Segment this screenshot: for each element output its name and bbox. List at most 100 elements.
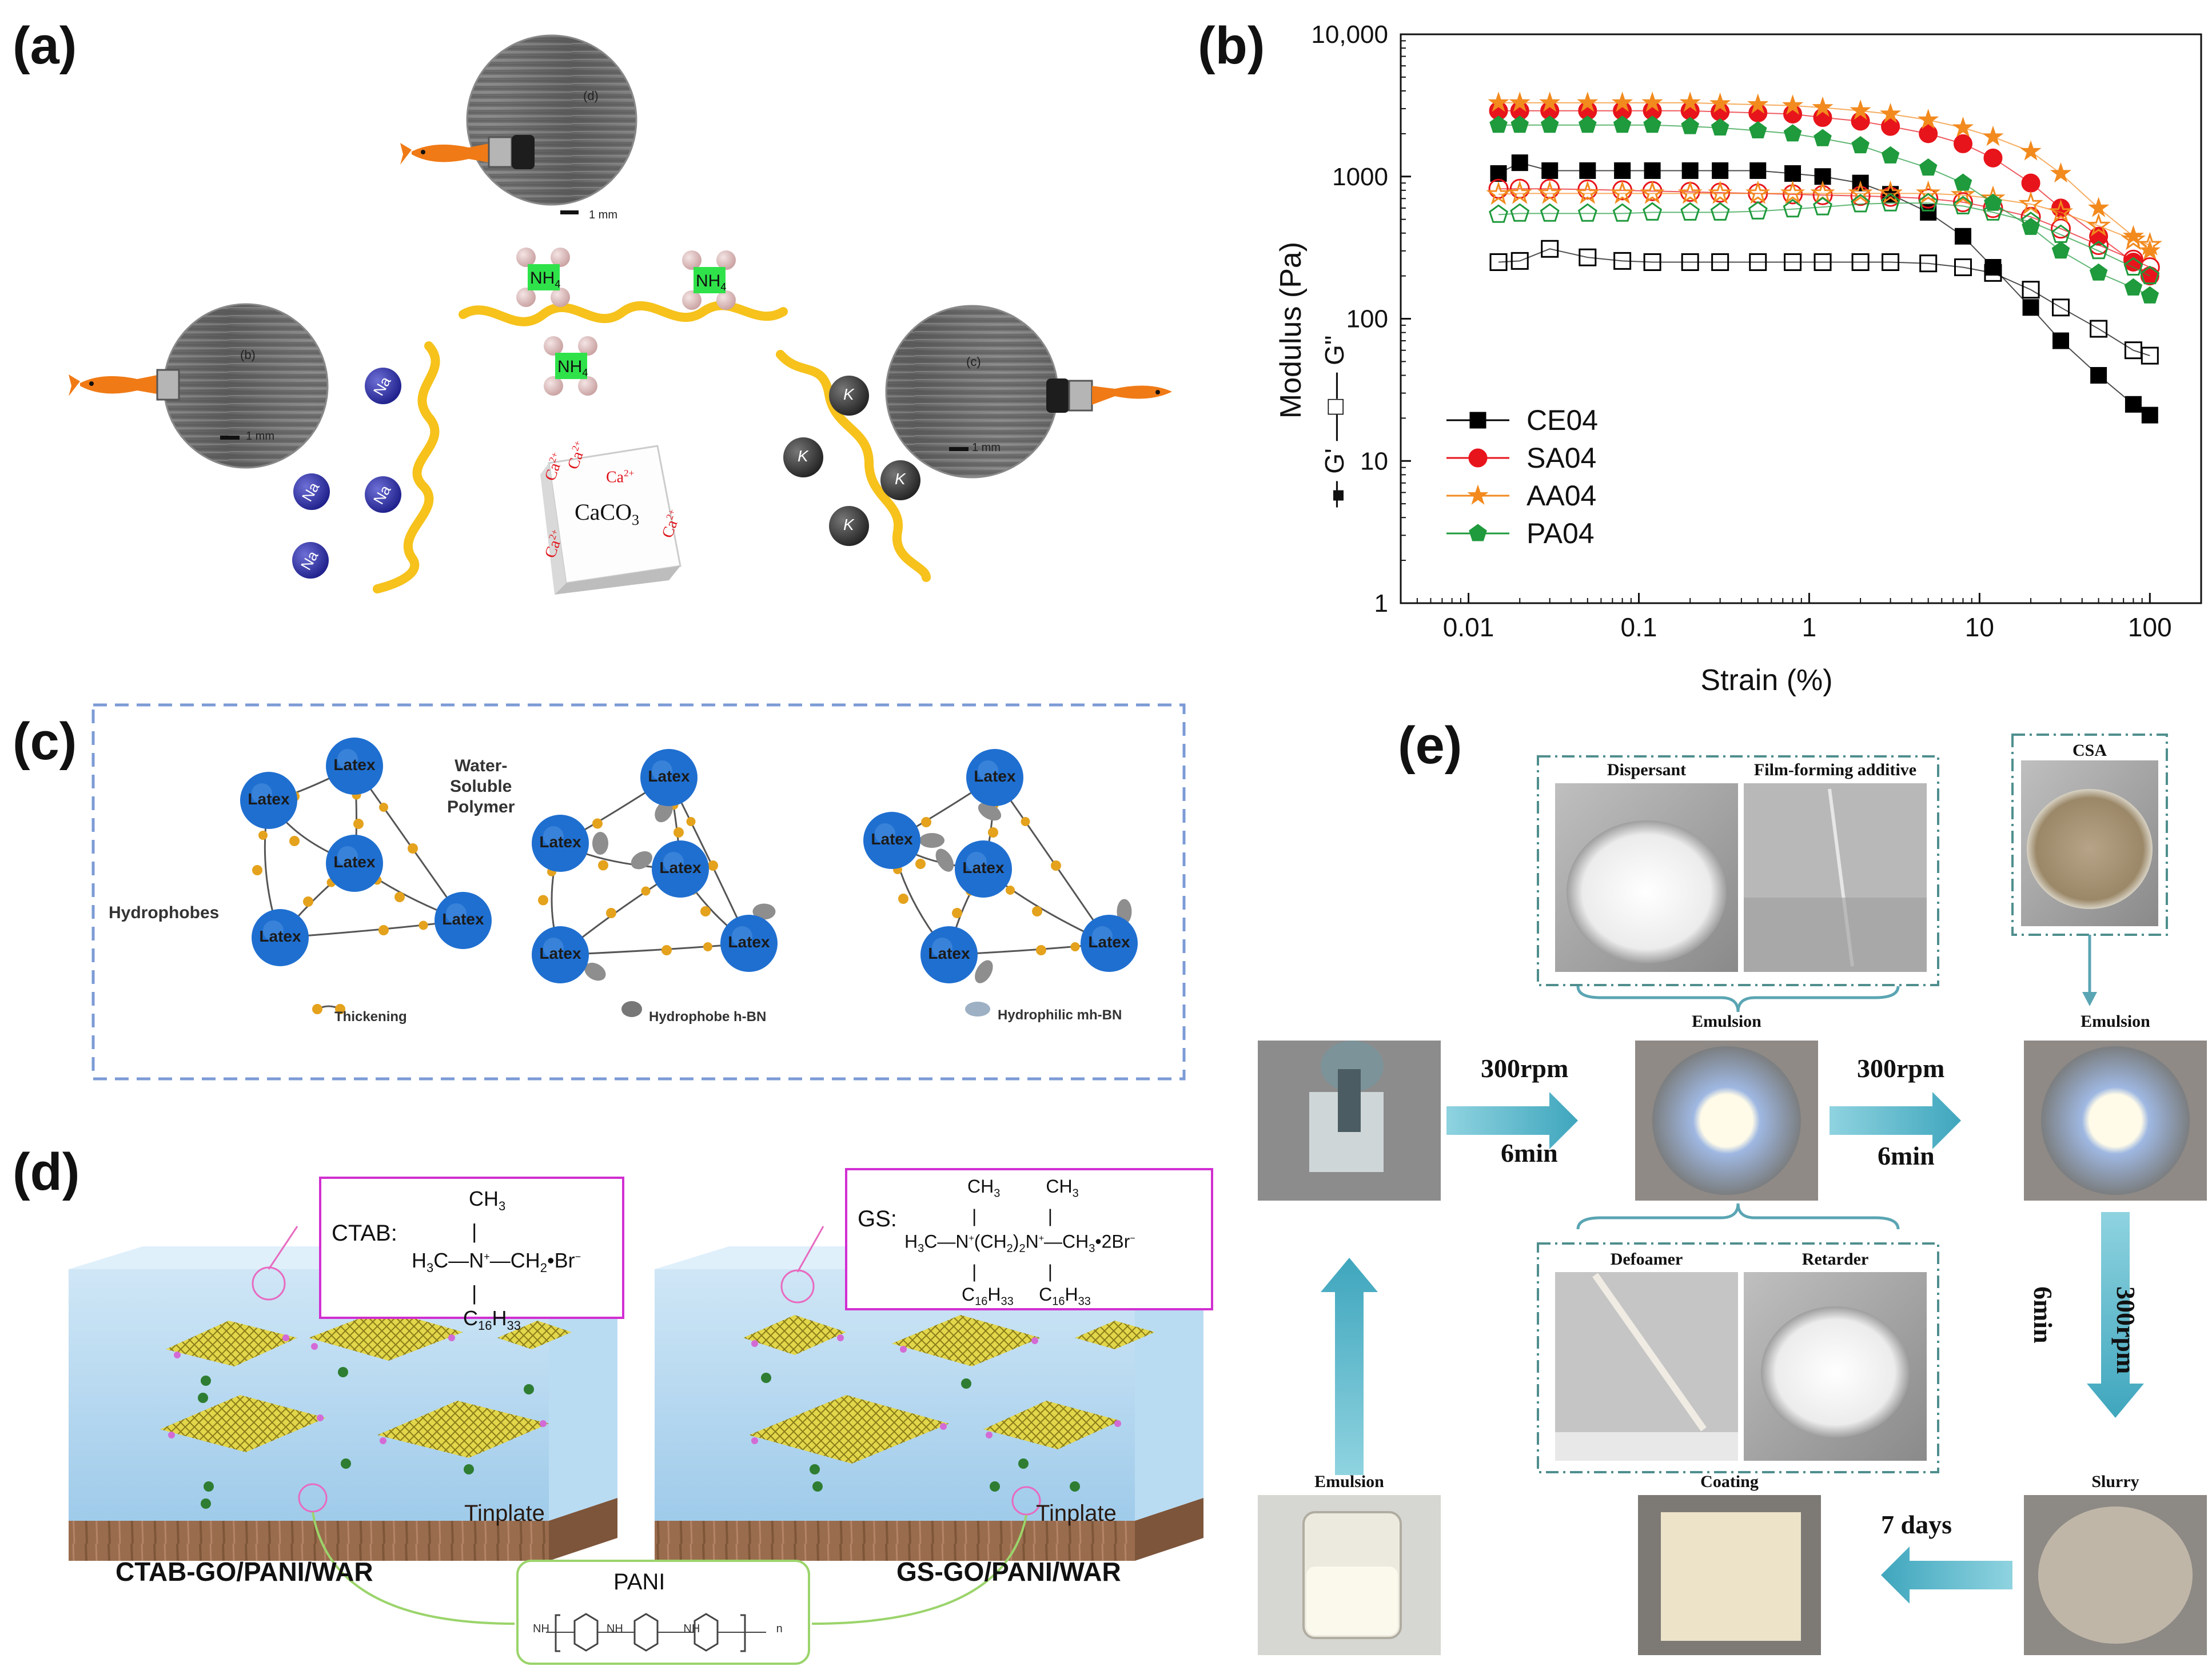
scale-bar-label: 1 mm	[246, 430, 274, 443]
tinplate-label-right: Tinplate	[1036, 1501, 1117, 1526]
hydrophobe-bead	[1021, 817, 1030, 826]
data-point-pa04-g1	[1613, 115, 1632, 133]
data-point-sa04-g2	[1850, 186, 1871, 206]
latex-label: Latex	[539, 944, 581, 962]
hydrophobe-bead	[289, 836, 300, 846]
panel-a-svg	[69, 34, 1172, 595]
k-ion	[880, 460, 920, 500]
hydrophobe-bead	[708, 860, 718, 871]
ctab-label: CTAB:	[332, 1221, 397, 1246]
data-point-aa04-g1	[1488, 91, 1509, 112]
data-point-ce04-g2	[1489, 253, 1508, 272]
x-tick-label: 1	[1802, 612, 1817, 642]
polymer-chain	[459, 301, 788, 326]
latex-label: Latex	[648, 767, 690, 785]
hydrophobe-bead	[394, 892, 405, 902]
na-ion	[365, 368, 401, 404]
brush-icon	[69, 369, 180, 401]
legend-thickening: Thickening	[334, 1009, 407, 1025]
data-point-sa04-g2	[1880, 186, 1901, 207]
data-point-ce04-g2	[1613, 252, 1632, 270]
go-sheet	[309, 1309, 463, 1361]
emulsion-bowl-photo	[1652, 1046, 1801, 1195]
data-point-aa04-g2	[1575, 180, 1600, 204]
csa-label: CSA	[2072, 741, 2107, 760]
data-point-ce04-g2	[2141, 346, 2159, 365]
data-point-pa04-g1	[1881, 146, 1900, 164]
polymer-chain	[373, 341, 440, 593]
rpm-label-3: 300rpm	[2111, 1286, 2141, 1374]
data-point-ce04-g2	[1711, 253, 1729, 272]
panel-d-illustration	[57, 1166, 1223, 1669]
latex-label: Latex	[248, 790, 290, 808]
data-point-aa04-g1	[1781, 94, 1804, 115]
data-point-aa04-g1	[1747, 93, 1769, 114]
data-point-pa04-g2	[2051, 224, 2071, 243]
coating-label: Coating	[1700, 1472, 1759, 1491]
y-tick-label: 1	[1374, 589, 1388, 617]
data-point-aa04-g1	[2050, 162, 2072, 183]
k-ion	[783, 437, 823, 477]
hydrophobe-bead	[898, 894, 908, 904]
flow-arrow-up	[1321, 1258, 1378, 1475]
emulsion-bowl-photo	[2041, 1046, 2190, 1195]
go-sheet	[1075, 1321, 1155, 1349]
data-point-pa04-g1	[1919, 158, 1938, 176]
hydrophobe-bead	[606, 908, 616, 918]
data-point-ce04-g1	[1579, 162, 1596, 179]
data-point-aa04-g1	[2122, 225, 2145, 246]
data-point-ce04-g1	[2022, 299, 2039, 316]
data-point-pa04-g1	[2141, 286, 2159, 304]
data-point-pa04-g2	[1813, 197, 1833, 216]
data-point-aa04-g1	[1539, 91, 1561, 112]
brush-icon	[1046, 378, 1172, 413]
data-point-pa04-g2	[1953, 196, 1973, 214]
legend-hbn: Hydrophobe h-BN	[649, 1009, 767, 1025]
polymer-chain	[776, 350, 931, 582]
data-point-aa04-g1	[1679, 91, 1701, 112]
data-point-ce04-g1	[1749, 162, 1767, 179]
pani-structure	[546, 1613, 766, 1652]
legend-label: CE04	[1527, 404, 1598, 436]
y-tick-label: 10,000	[1311, 21, 1388, 49]
data-point-ce04-g1	[1784, 165, 1802, 182]
data-point-ce04-g2	[1643, 253, 1661, 272]
data-point-aa04-g1	[1952, 116, 1974, 137]
data-point-aa04-g2	[1780, 180, 1806, 204]
hydrophobes-label: Hydrophobes	[109, 903, 220, 922]
pani-nh-labels: NH NH NH n	[533, 1623, 783, 1635]
data-point-pa04-g2	[1643, 202, 1663, 221]
flow-arrow-right	[1446, 1092, 1578, 1149]
water-soluble-polymer-label: Water- Soluble Polymer	[447, 756, 515, 816]
data-point-aa04-g2	[1640, 180, 1665, 204]
data-point-pa04-g2	[1748, 201, 1768, 220]
data-point-aa04-g1	[1879, 102, 1902, 123]
go-sheet	[166, 1321, 297, 1366]
days-label: 7 days	[1881, 1510, 1952, 1539]
data-point-pa04-g1	[1510, 115, 1529, 133]
data-point-sa04-g2	[1812, 185, 1833, 205]
data-point-pa04-g1	[1540, 115, 1559, 133]
legend-mhbn: Hydrophilic mh-BN	[998, 1007, 1122, 1023]
k-label: K	[843, 385, 854, 403]
nh4-ion	[544, 336, 597, 396]
film-forming-label: Film-forming additive	[1753, 760, 1917, 779]
hydrophobe-bead	[252, 865, 262, 875]
flow-arrow-down	[2087, 1212, 2144, 1418]
data-point-aa04-g2	[1537, 180, 1563, 204]
data-point-aa04-g1	[1918, 109, 1939, 129]
hydrophobe-bead	[952, 908, 962, 918]
latex-label: Latex	[539, 833, 581, 851]
data-point-ce04-g1	[1614, 162, 1631, 179]
go-sheet	[377, 1401, 549, 1458]
data-point-pa04-g2	[2140, 265, 2160, 285]
data-point-ce04-g1	[1644, 162, 1661, 179]
ctab-formula-box	[319, 1177, 624, 1319]
panel-c-network	[91, 703, 1186, 1081]
legend-marker	[1469, 524, 1487, 541]
scale-bar-label: 1 mm	[589, 209, 617, 221]
min-label-1: 6min	[1501, 1138, 1558, 1167]
y-tick-label: 1000	[1332, 163, 1388, 191]
gs-formula: CH3 CH3 | | H3C—N+(CH2)2N+—CH3•2Br− | | …	[904, 1176, 1135, 1308]
